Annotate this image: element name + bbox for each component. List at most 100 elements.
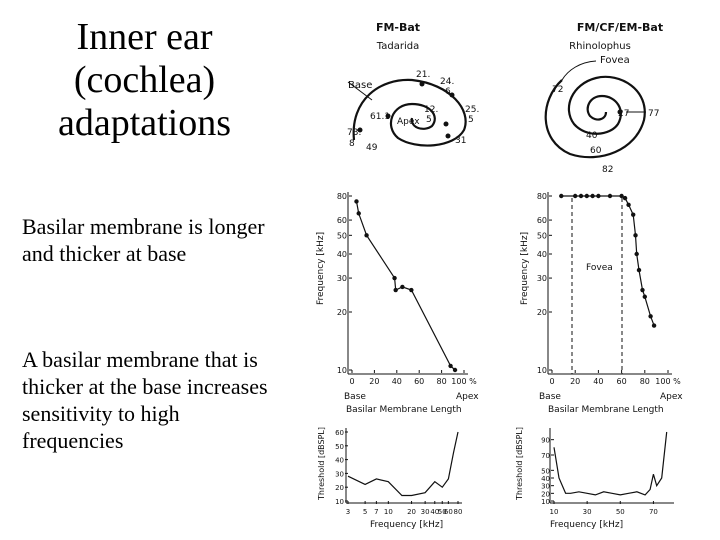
rfm-data-point [633, 233, 638, 238]
svg-text:49: 49 [366, 143, 378, 153]
lth-ytick-label: 50 [335, 443, 344, 451]
fm-bat-header: FM-Bat [376, 21, 420, 34]
svg-text:24.: 24. [440, 77, 454, 87]
rfm-data-point [584, 193, 589, 199]
lfm-data-point [364, 233, 369, 238]
tadarida-spiral [352, 78, 467, 147]
rth-ytick-label: 50 [541, 467, 550, 475]
lth-xtick-label: 5 [363, 508, 367, 516]
lth-ytick-label: 10 [335, 498, 344, 506]
lfm-data-point [448, 363, 453, 369]
svg-text:72: 72 [552, 85, 563, 95]
lfm-ytick-label: 80 [337, 192, 347, 201]
svg-text:82: 82 [602, 165, 613, 175]
right-threshold-curve [553, 431, 668, 496]
left-frequency-axis-label: Frequency [kHz] [316, 232, 326, 305]
left-threshold-freq-label: Frequency [kHz] [370, 520, 443, 530]
rth-xtick-label: 70 [649, 508, 658, 516]
bat-cochlea-figure: FM-Bat Tadarida Base 21. 24. 6 12. 5 Ape… [316, 21, 683, 530]
svg-text:27: 27 [618, 109, 629, 119]
fovea-region-label: Fovea [586, 263, 613, 273]
rfm-data-point [578, 193, 584, 199]
right-apex-label: Apex [660, 392, 683, 402]
rfm-data-point [648, 314, 653, 319]
rfm-data-point [636, 267, 642, 273]
lfm-data-point [356, 211, 361, 216]
tadarida-label: Tadarida [376, 41, 419, 52]
left-apex-label: Apex [456, 392, 479, 402]
lth-ytick-label: 60 [335, 429, 344, 437]
svg-text:6: 6 [445, 87, 451, 97]
rfm-ytick-label: 60 [537, 216, 547, 225]
lfm-data-point [354, 199, 359, 204]
left-frequency-curve [355, 201, 456, 371]
lfm-xtick-label: 80 [437, 377, 447, 386]
bullet-text-1: Basilar membrane is longer and thicker a… [22, 214, 265, 266]
rfm-xtick-label: 20 [570, 377, 580, 386]
fm-cf-em-bat-header: FM/CF/EM-Bat [577, 21, 663, 34]
rfm-data-point [631, 212, 636, 217]
lth-xtick-label: 3 [346, 508, 350, 516]
lth-xtick-label: 60 [444, 508, 453, 516]
rfm-data-point [607, 193, 613, 199]
right-bm-length-label: Basilar Membrane Length [548, 405, 664, 415]
rfm-data-point [640, 287, 645, 293]
svg-text:73.: 73. [347, 128, 361, 138]
rfm-data-point [626, 202, 631, 208]
rfm-ytick-label: 30 [537, 274, 547, 283]
rfm-data-point [622, 195, 628, 201]
svg-text:12.: 12. [424, 105, 438, 115]
slide-title: Inner ear (cochlea) adaptations [57, 16, 232, 144]
right-threshold-freq-label: Frequency [kHz] [550, 520, 623, 530]
lfm-xtick-label: 20 [369, 377, 379, 386]
rfm-ytick-label: 40 [537, 250, 547, 259]
rfm-ytick-label: 10 [537, 366, 547, 375]
svg-text:61.1: 61.1 [370, 112, 390, 122]
lfm-data-point [393, 287, 398, 293]
svg-text:25.: 25. [465, 105, 479, 115]
rfm-data-point [651, 323, 657, 328]
rfm-xtick-label: 0 [549, 377, 554, 386]
rth-ytick-label: 90 [541, 437, 550, 445]
rfm-data-point [634, 251, 639, 257]
rhinolophus-cochlea-panel: FM/CF/EM-Bat Rhinolophus Fovea 72 27 77 … [544, 21, 663, 175]
lth-xtick-label: 40 [430, 508, 439, 516]
lth-ytick-label: 20 [335, 484, 344, 492]
rfm-data-point [590, 193, 595, 199]
lfm-ytick-label: 60 [337, 216, 347, 225]
lfm-ytick-label: 20 [337, 308, 347, 317]
svg-text:5: 5 [426, 115, 432, 125]
rfm-data-point [642, 294, 647, 299]
rfm-xtick-label: 40 [593, 377, 603, 386]
left-bm-length-label: Basilar Membrane Length [346, 405, 462, 415]
rth-xtick-label: 50 [616, 508, 625, 516]
right-frequency-axis-label: Frequency [kHz] [520, 232, 530, 305]
lfm-data-point [392, 275, 397, 281]
right-threshold-axis-label: Threshold [dBSPL] [515, 427, 524, 501]
lfm-ytick-label: 40 [337, 250, 347, 259]
rth-ytick-label: 20 [541, 490, 550, 498]
svg-text:8: 8 [349, 139, 355, 149]
rhinolophus-spiral [544, 75, 646, 159]
rth-xtick-label: 10 [550, 508, 559, 516]
rfm-xtick-label: 100 % [655, 377, 681, 386]
rfm-ytick-label: 50 [537, 231, 547, 240]
svg-text:77: 77 [648, 109, 659, 119]
lth-xtick-label: 7 [374, 508, 378, 516]
left-base-label: Base [344, 392, 366, 402]
rth-ytick-label: 70 [541, 452, 550, 460]
left-threshold-curve [347, 431, 459, 497]
lth-xtick-label: 80 [454, 508, 463, 516]
lfm-xtick-label: 100 % [451, 377, 477, 386]
rfm-ytick-label: 20 [537, 308, 547, 317]
lth-xtick-label: 50 [438, 508, 447, 516]
rth-xtick-label: 30 [583, 508, 592, 516]
fovea-label: Fovea [600, 55, 630, 66]
lfm-ytick-label: 10 [337, 366, 347, 375]
lth-xtick-label: 20 [407, 508, 416, 516]
right-frequency-curve [561, 195, 655, 326]
lfm-data-point [409, 287, 414, 293]
lfm-xtick-label: 0 [349, 377, 354, 386]
